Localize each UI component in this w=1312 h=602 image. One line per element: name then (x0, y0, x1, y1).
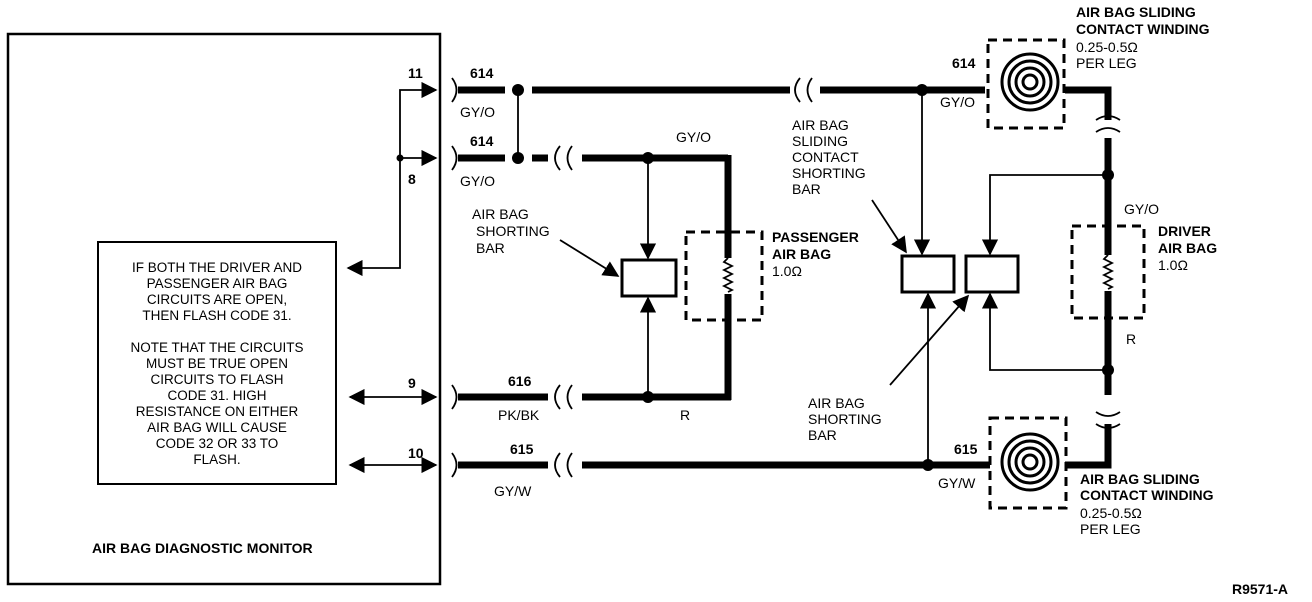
note-line: CIRCUITS TO FLASH (150, 372, 283, 387)
label-line: AIR BAG (808, 395, 865, 411)
label-line: SHORTING (792, 165, 866, 181)
note-line: AIR BAG WILL CAUSE (147, 420, 287, 435)
label-line: CONTACT WINDING (1080, 487, 1214, 503)
label-line: PER LEG (1076, 55, 1137, 71)
label-line: BAR (808, 427, 837, 443)
note-box (97, 241, 337, 485)
top-contact-winding-label: AIR BAG SLIDING CONTACT WINDING 0.25-0.5… (1076, 4, 1210, 71)
label-line: BAR (792, 181, 821, 197)
pin-9-label: 9 (408, 375, 416, 391)
wire-color-label: GY/O (940, 94, 975, 110)
note-line: RESISTANCE ON EITHER (136, 404, 299, 419)
bottom-contact-winding (988, 416, 1068, 510)
wire-color-label: GY/O (460, 173, 495, 189)
label-line: DRIVER (1158, 223, 1211, 239)
label-line: AIR BAG (792, 117, 849, 133)
label-line: PASSENGER (772, 229, 859, 245)
label-line: BAR (476, 240, 505, 256)
label-line: SHORTING (808, 411, 882, 427)
label-line: AIR BAG (1158, 240, 1217, 256)
driver-air-bag (1070, 224, 1146, 320)
wire-color-label: GY/W (938, 475, 976, 491)
label-line: AIR BAG (472, 206, 529, 222)
passenger-air-bag (684, 230, 764, 322)
wire-color-label: R (680, 407, 690, 423)
note-line: PASSENGER AIR BAG (147, 276, 288, 291)
resistance-label: 1.0Ω (1158, 257, 1188, 273)
note-line: CODE 32 OR 33 TO (156, 436, 279, 451)
sliding-contact-shorting-bar (871, 92, 956, 463)
label-line: SLIDING (792, 133, 848, 149)
diagnostic-monitor-box (6, 32, 442, 586)
pin-11-label: 11 (408, 65, 423, 81)
pin-10-label: 10 (408, 445, 424, 461)
note-line: THEN FLASH CODE 31. (142, 308, 291, 323)
resistance-label: 1.0Ω (772, 263, 802, 279)
passenger-shorting-bar-label: AIR BAG SHORTING BAR (472, 206, 550, 256)
junctions (512, 84, 1114, 471)
wire-color-label: GY/O (460, 104, 495, 120)
label-line: 0.25-0.5Ω (1080, 505, 1142, 521)
lower-shorting-bar (889, 174, 1108, 386)
note-text: IF BOTH THE DRIVER AND PASSENGER AIR BAG… (130, 260, 303, 467)
wire-color-label: PK/BK (498, 407, 540, 423)
note-line: CODE 31. HIGH (167, 388, 266, 403)
wire-color-label: R (1126, 331, 1136, 347)
figure-id: R9571-A (1232, 581, 1288, 597)
wire-color-label: GY/W (494, 483, 532, 499)
note-line: NOTE THAT THE CIRCUITS (130, 340, 303, 355)
top-contact-winding (986, 38, 1066, 130)
label-line: CONTACT (792, 149, 859, 165)
wire-color-label: GY/O (676, 129, 711, 145)
label-line: AIR BAG (772, 246, 831, 262)
pin-8-label: 8 (408, 171, 416, 187)
note-line: FLASH. (193, 452, 240, 467)
note-line: IF BOTH THE DRIVER AND (132, 260, 302, 275)
label-line: PER LEG (1080, 521, 1141, 537)
sliding-contact-shorting-bar-label: AIR BAG SLIDING CONTACT SHORTING BAR (792, 117, 866, 197)
wire-circuit-label: 614 (470, 65, 494, 81)
monitor-internal-leads (346, 81, 438, 474)
wire-color-label: GY/O (1124, 201, 1159, 217)
wire-circuit-label: 614 (470, 133, 494, 149)
wire-circuit-label: 614 (952, 55, 976, 71)
label-line: AIR BAG SLIDING (1076, 4, 1196, 20)
note-line: MUST BE TRUE OPEN (146, 356, 288, 371)
monitor-connectors (451, 77, 458, 478)
label-line: CONTACT WINDING (1076, 21, 1210, 37)
wire-labels: 614 GY/O 614 GY/O GY/O 616 PK/BK R 615 G… (460, 55, 1159, 499)
lower-shorting-bar-label: AIR BAG SHORTING BAR (808, 395, 882, 443)
label-line: AIR BAG SLIDING (1080, 471, 1200, 487)
bottom-contact-winding-label: AIR BAG SLIDING CONTACT WINDING 0.25-0.5… (1080, 471, 1214, 537)
wire-circuit-label: 615 (510, 441, 534, 457)
driver-air-bag-label: DRIVER AIR BAG 1.0Ω (1158, 223, 1217, 273)
label-line: 0.25-0.5Ω (1076, 39, 1138, 55)
label-line: SHORTING (476, 223, 550, 239)
wire-circuit-label: 615 (954, 441, 978, 457)
passenger-air-bag-label: PASSENGER AIR BAG 1.0Ω (772, 229, 859, 279)
wire-circuit-label: 616 (508, 373, 532, 389)
passenger-shorting-bar (559, 160, 678, 395)
note-line: CIRCUITS ARE OPEN, (147, 292, 287, 307)
monitor-title: AIR BAG DIAGNOSTIC MONITOR (92, 540, 313, 556)
